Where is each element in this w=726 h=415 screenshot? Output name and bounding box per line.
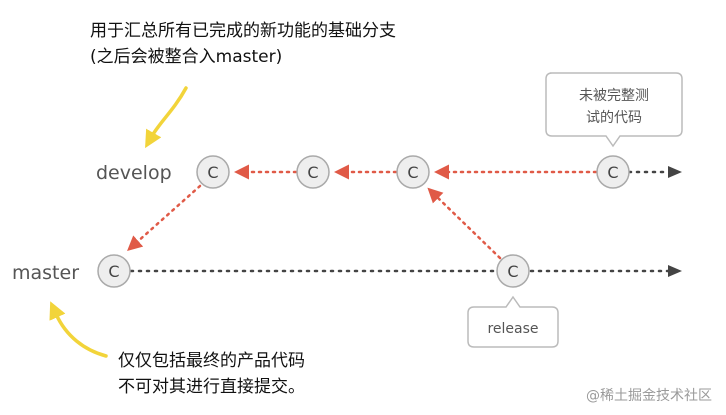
master-commit-1[interactable]: C (97, 254, 131, 288)
develop-to-master-arrow (127, 184, 202, 251)
commit-letter: C (108, 262, 119, 281)
untested-callout-line-2: 试的代码 (586, 110, 642, 126)
develop-branch-label: develop (96, 162, 172, 184)
develop-note-line-2: (之后会被整合入master) (90, 47, 283, 67)
release-callout-label: release (487, 321, 538, 337)
commit-letter: C (407, 163, 418, 182)
develop-commit-2[interactable]: C (296, 155, 330, 189)
develop-note-pointer-arrow (145, 86, 188, 149)
watermark: @稀土掘金技术社区 (586, 388, 712, 404)
develop-commit-4[interactable]: C (596, 155, 630, 189)
release-callout: release (467, 295, 559, 348)
commit-letter: C (307, 163, 318, 182)
release-to-develop-arrow (427, 187, 502, 260)
develop-commit-3[interactable]: C (396, 155, 430, 189)
master-timeline-arrowhead (668, 265, 682, 277)
master-note-line-2: 不可对其进行直接提交。 (118, 377, 305, 397)
develop-note-line-1: 用于汇总所有已完成的新功能的基础分支 (90, 21, 396, 41)
master-note-pointer-arrow (49, 301, 108, 358)
untested-code-callout: 未被完整测 试的代码 (545, 72, 683, 148)
develop-commit-1[interactable]: C (196, 155, 230, 189)
develop-description-note: 用于汇总所有已完成的新功能的基础分支 (之后会被整合入master) (90, 18, 396, 70)
commit-letter: C (507, 262, 518, 281)
master-note-line-1: 仅仅包括最终的产品代码 (118, 351, 305, 371)
release-commit[interactable]: C (496, 254, 530, 288)
commit-letter: C (607, 163, 618, 182)
develop-timeline-arrowhead (668, 166, 682, 178)
untested-callout-line-1: 未被完整测 (579, 88, 649, 104)
master-branch-label: master (12, 262, 79, 284)
commit-letter: C (207, 163, 218, 182)
master-description-note: 仅仅包括最终的产品代码 不可对其进行直接提交。 (118, 348, 305, 400)
